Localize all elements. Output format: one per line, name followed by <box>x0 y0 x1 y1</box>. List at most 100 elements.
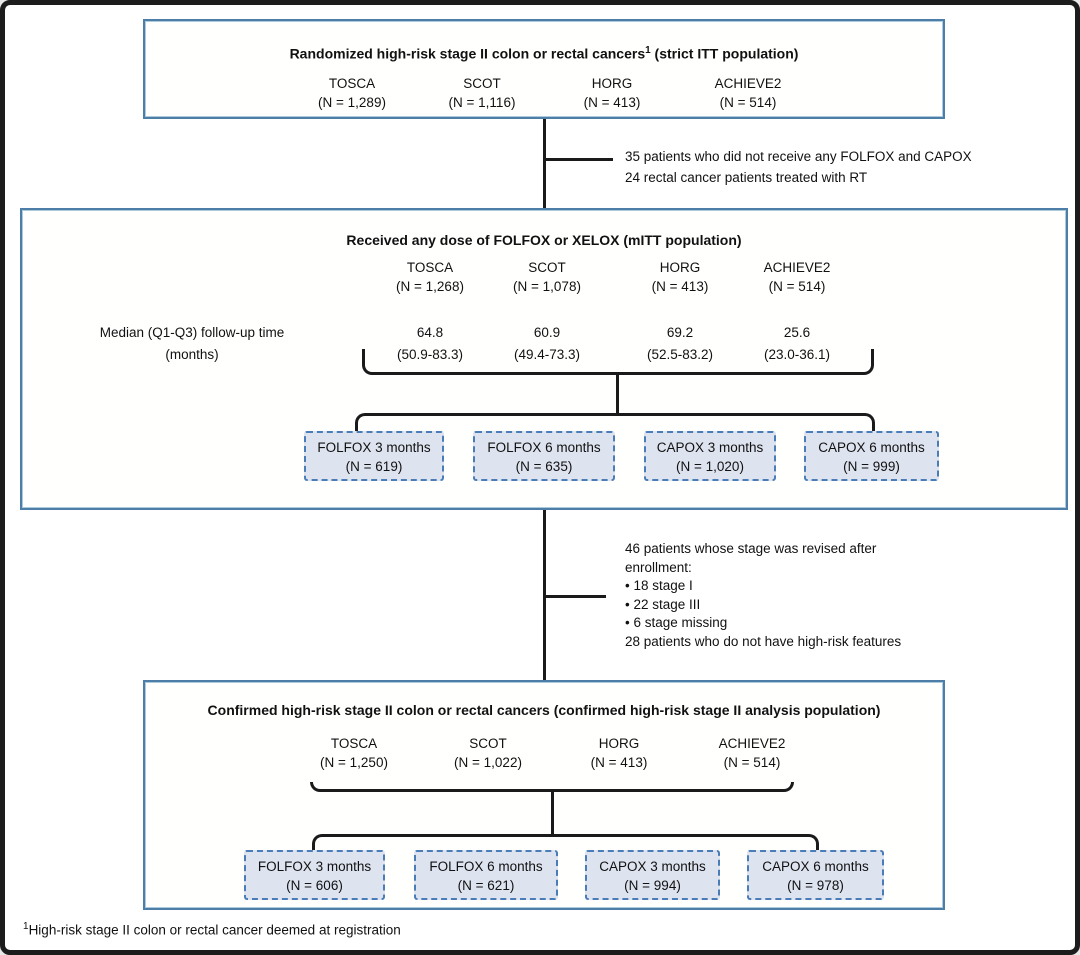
arm-n: (N = 1,020) <box>676 459 744 474</box>
arm-folfox-6mo: FOLFOX 6 months (N = 621) <box>414 850 558 900</box>
trial-name: TOSCA <box>328 76 376 91</box>
followup-median: 25.6 <box>783 325 811 340</box>
trial-col-tosca: TOSCA (N = 1,250) <box>320 734 388 772</box>
trial-col-scot: SCOT (N = 1,116) <box>449 74 516 112</box>
connector-mitt-to-confirmed <box>543 510 546 680</box>
trial-name: HORG <box>598 736 640 751</box>
followup-label-line-2: (months) <box>165 347 219 362</box>
arm-n: (N = 635) <box>515 459 573 474</box>
arm-folfox-3mo: FOLFOX 3 months (N = 606) <box>244 850 385 900</box>
trial-name: SCOT <box>528 260 566 275</box>
trial-n: (N = 413) <box>590 755 648 770</box>
exclusion-2-bullet-2: • 22 stage III <box>625 596 701 612</box>
mitt-title: Received any dose of FOLFOX or XELOX (mI… <box>346 232 742 248</box>
arm-label: CAPOX 3 months <box>599 859 706 874</box>
trial-col-achieve2: ACHIEVE2 (N = 514) <box>715 74 782 112</box>
trial-n: (N = 1,078) <box>513 279 581 294</box>
exclusion-2-text: 46 patients whose stage was revised afte… <box>625 540 901 651</box>
strict-itt-title-rest: (strict ITT population) <box>650 45 799 62</box>
arm-n: (N = 621) <box>457 878 515 893</box>
trial-n: (N = 514) <box>723 755 781 770</box>
exclusion-1-line-1: 35 patients who did not receive any FOLF… <box>625 149 972 164</box>
confirmed-funnel-line <box>551 792 554 834</box>
arm-label: FOLFOX 3 months <box>317 440 431 455</box>
mitt-arms-bracket <box>355 413 875 432</box>
arm-label: CAPOX 3 months <box>656 440 764 455</box>
followup-label-line-1: Median (Q1-Q3) follow-up time <box>99 325 285 340</box>
arm-folfox-6mo: FOLFOX 6 months (N = 635) <box>473 431 615 481</box>
arm-n: (N = 619) <box>345 459 403 474</box>
arm-label: CAPOX 6 months <box>818 440 925 455</box>
trial-n: (N = 1,116) <box>448 95 516 110</box>
strict-itt-population-box: Randomized high-risk stage II colon or r… <box>143 19 945 119</box>
followup-tosca: 64.8 (50.9-83.3) <box>397 322 463 366</box>
trial-n: (N = 514) <box>768 279 826 294</box>
arm-capox-6mo: CAPOX 6 months (N = 999) <box>804 431 939 481</box>
trial-name: ACHIEVE2 <box>718 736 786 751</box>
connector-top-to-mitt <box>543 119 546 208</box>
trial-name: SCOT <box>463 76 501 91</box>
trial-name: SCOT <box>469 736 507 751</box>
followup-median: 69.2 <box>666 325 694 340</box>
followup-iqr: (52.5-83.2) <box>646 347 714 362</box>
exclusion-1-tick <box>546 158 613 161</box>
followup-gather-brace <box>362 349 874 375</box>
trial-n: (N = 413) <box>651 279 709 294</box>
trial-name: TOSCA <box>406 260 454 275</box>
strict-itt-title-main: Randomized high-risk stage II colon or r… <box>289 45 646 62</box>
trial-n: (N = 413) <box>583 95 641 110</box>
trial-col-achieve2: ACHIEVE2 (N = 514) <box>719 734 786 772</box>
followup-achieve2: 25.6 (23.0-36.1) <box>764 322 830 366</box>
arm-label: FOLFOX 3 months <box>257 859 372 874</box>
trial-col-tosca: TOSCA (N = 1,289) <box>318 74 386 112</box>
mitt-funnel-line <box>616 375 619 416</box>
arm-label: FOLFOX 6 months <box>487 440 601 455</box>
trial-n: (N = 1,022) <box>454 755 522 770</box>
confirmed-arms-bracket <box>312 834 819 850</box>
mitt-population-box: Received any dose of FOLFOX or XELOX (mI… <box>20 208 1068 510</box>
footnote: 1High-risk stage II colon or rectal canc… <box>23 921 401 938</box>
exclusion-2-bullet-1: • 18 stage I <box>625 578 693 593</box>
followup-median: 60.9 <box>533 325 561 340</box>
trial-name: ACHIEVE2 <box>763 260 831 275</box>
exclusion-2-bullet-3: • 6 stage missing <box>625 615 728 630</box>
exclusion-1-line-2: 24 rectal cancer patients treated with R… <box>625 170 868 185</box>
exclusion-1-text: 35 patients who did not receive any FOLF… <box>625 146 972 188</box>
followup-iqr: (49.4-73.3) <box>513 347 581 362</box>
arm-n: (N = 999) <box>843 459 900 474</box>
arm-label: CAPOX 6 months <box>762 859 869 874</box>
followup-scot: 60.9 (49.4-73.3) <box>514 322 580 366</box>
trial-col-scot: SCOT (N = 1,022) <box>454 734 522 772</box>
trial-name: HORG <box>659 260 701 275</box>
trial-col-scot: SCOT (N = 1,078) <box>513 258 581 296</box>
followup-time-label: Median (Q1-Q3) follow-up time (months) <box>52 322 332 366</box>
trial-col-horg: HORG (N = 413) <box>584 74 641 112</box>
trial-name: TOSCA <box>330 736 378 751</box>
followup-median: 64.8 <box>416 325 444 340</box>
arm-label: FOLFOX 6 months <box>429 859 543 874</box>
trial-n: (N = 1,289) <box>318 95 386 110</box>
footnote-marker: 1 <box>23 921 29 932</box>
arm-n: (N = 994) <box>624 878 681 893</box>
arm-folfox-3mo: FOLFOX 3 months (N = 619) <box>304 431 444 481</box>
trial-col-achieve2: ACHIEVE2 (N = 514) <box>764 258 831 296</box>
confirmed-gather-brace <box>310 782 794 792</box>
trial-col-horg: HORG (N = 413) <box>591 734 648 772</box>
strict-itt-title-footnote-marker: 1 <box>645 45 651 56</box>
exclusion-2-last-line: 28 patients who do not have high-risk fe… <box>625 633 902 649</box>
trial-name: ACHIEVE2 <box>714 76 782 91</box>
confirmed-title: Confirmed high-risk stage II colon or re… <box>207 702 881 718</box>
arm-capox-3mo: CAPOX 3 months (N = 994) <box>585 850 720 900</box>
exclusion-2-line-2: enrollment: <box>625 559 692 575</box>
followup-horg: 69.2 (52.5-83.2) <box>647 322 713 366</box>
followup-iqr: (50.9-83.3) <box>396 347 464 362</box>
confirmed-population-box: Confirmed high-risk stage II colon or re… <box>143 680 945 910</box>
trial-n: (N = 1,268) <box>396 279 464 294</box>
arm-n: (N = 606) <box>286 878 343 893</box>
trial-name: HORG <box>591 76 633 91</box>
followup-iqr: (23.0-36.1) <box>763 347 831 362</box>
trial-col-tosca: TOSCA (N = 1,268) <box>396 258 464 296</box>
arm-capox-6mo: CAPOX 6 months (N = 978) <box>747 850 884 900</box>
strict-itt-title: Randomized high-risk stage II colon or r… <box>145 45 943 62</box>
